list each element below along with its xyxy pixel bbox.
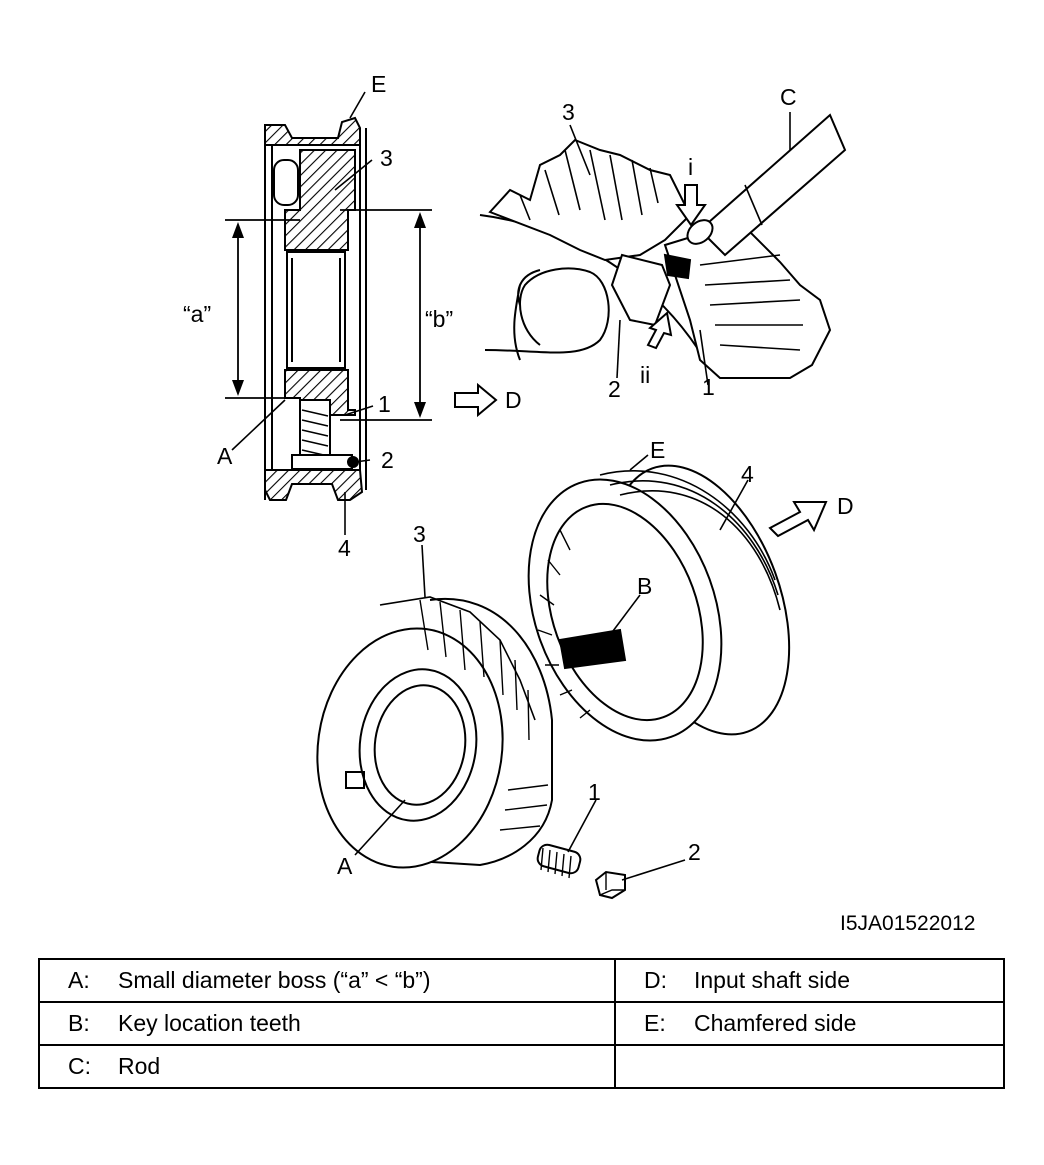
legend-cell: C: Rod (38, 1044, 616, 1089)
legend-text: Input shaft side (694, 967, 850, 993)
label-4-section: 4 (338, 535, 351, 561)
legend-cell: A: Small diameter boss (“a” < “b”) (38, 958, 616, 1003)
legend-key: C: (68, 1053, 91, 1079)
figure-code: I5JA01522012 (840, 912, 975, 935)
synchronizer-assembly-diagram: E 3 “a” “b” 1 2 A 4 D 3 C i 2 ii 1 E 4 D… (183, 71, 975, 935)
cross-section-view (225, 91, 498, 535)
legend-table: A: Small diameter boss (“a” < “b”) D: Inpu… (38, 958, 1005, 1089)
label-3-section: 3 (380, 145, 393, 171)
label-A-exploded: A (337, 853, 353, 879)
label-i-arrow: i (688, 154, 693, 180)
legend-text: Rod (118, 1053, 161, 1079)
legend-key: E: (644, 1010, 666, 1036)
label-1-exploded: 1 (588, 779, 601, 805)
legend-row: A: Small diameter boss (“a” < “b”) D: Inpu… (38, 958, 1005, 1003)
label-2-insertion: 2 (608, 376, 621, 402)
label-D-section: D (505, 387, 522, 413)
key-insertion-view (479, 112, 847, 386)
legend-cell: D: Input shaft side (614, 958, 1005, 1003)
legend-row: C: Rod (38, 1044, 1005, 1089)
label-E-exploded: E (650, 437, 665, 463)
legend-text: Chamfered side (694, 1010, 857, 1036)
legend-key: D: (644, 967, 667, 993)
key-part-2 (594, 870, 626, 900)
label-1-insertion: 1 (702, 374, 715, 400)
label-ii-arrow: ii (640, 362, 650, 388)
label-2-section: 2 (381, 447, 394, 473)
label-2-exploded: 2 (688, 839, 701, 865)
label-3-exploded: 3 (413, 521, 426, 547)
sleeve-part-4 (527, 464, 791, 742)
label-A-section: A (217, 443, 233, 469)
label-D-exploded: D (837, 493, 854, 519)
legend-text: Small diameter boss (“a” < “b”) (118, 967, 431, 993)
legend-key: A: (68, 967, 90, 993)
legend-cell: B: Key location teeth (38, 1001, 616, 1046)
legend-text: Key location teeth (118, 1010, 301, 1036)
label-b-dimension: “b” (425, 306, 453, 332)
hub-part-3 (316, 596, 553, 869)
label-4-exploded: 4 (741, 461, 754, 487)
label-3-insertion: 3 (562, 99, 575, 125)
label-C-rod: C (780, 84, 797, 110)
label-a-dimension: “a” (183, 301, 211, 327)
legend-cell (614, 1044, 1005, 1089)
label-1-section: 1 (378, 391, 391, 417)
label-B-teeth: B (637, 573, 652, 599)
spring-part-1 (536, 843, 582, 879)
legend-row: B: Key location teeth E: Chamfered side (38, 1001, 1005, 1046)
legend-key: B: (68, 1010, 90, 1036)
exploded-view (316, 454, 828, 900)
label-E-top: E (371, 71, 386, 97)
legend-cell: E: Chamfered side (614, 1001, 1005, 1046)
